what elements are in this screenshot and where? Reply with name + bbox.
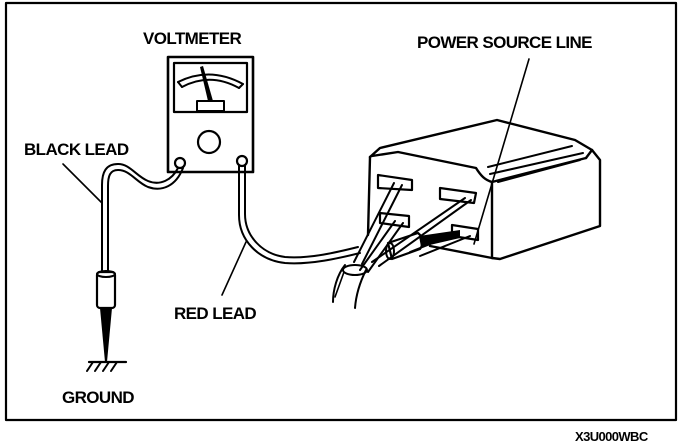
voltmeter-body [166, 55, 255, 174]
label-red-lead: RED LEAD [174, 304, 256, 323]
terminal-slot-2 [438, 186, 478, 205]
black-lead [86, 163, 184, 372]
red-lead-wire-inner [244, 165, 359, 259]
red-lead [238, 165, 361, 265]
connector-unit [332, 118, 602, 309]
red-lead-wire-outer [238, 165, 361, 265]
harness-leader [334, 271, 345, 298]
black-lead-wire-outer [101, 163, 179, 273]
black-lead-leader [62, 163, 103, 204]
voltmeter-scale-arc-inner [181, 78, 240, 89]
red-lead-leader [221, 241, 247, 296]
terminal-slot-3 [378, 211, 411, 229]
label-ground: GROUND [62, 388, 134, 407]
ground-symbol-icon [86, 360, 128, 372]
black-lead-wire-inner [107, 167, 184, 273]
terminal-slot-1 [376, 173, 414, 192]
voltmeter-terminal-negative [173, 156, 187, 170]
label-power-source-line: POWER SOURCE LINE [417, 33, 592, 52]
voltmeter-needle-pivot [196, 100, 225, 112]
voltmeter-needle [200, 66, 213, 101]
figure-code: X3U000WBC [575, 429, 649, 444]
unit-side-face [490, 148, 602, 261]
harness-wire-1 [353, 182, 403, 265]
figure-frame-border [4, 1, 678, 422]
voltmeter-scale-arc [177, 73, 244, 85]
voltmeter [166, 55, 255, 174]
power-source-line-leader [473, 58, 530, 245]
unit-front-face [366, 155, 372, 237]
voltmeter-terminal-positive [235, 154, 249, 168]
label-black-lead: BLACK LEAD [24, 140, 129, 159]
voltmeter-knob [196, 129, 222, 155]
red-lead-probe [385, 230, 460, 261]
unit-top-face [368, 118, 594, 160]
black-lead-probe-tip [100, 308, 112, 362]
label-voltmeter: VOLTMETER [143, 29, 241, 48]
